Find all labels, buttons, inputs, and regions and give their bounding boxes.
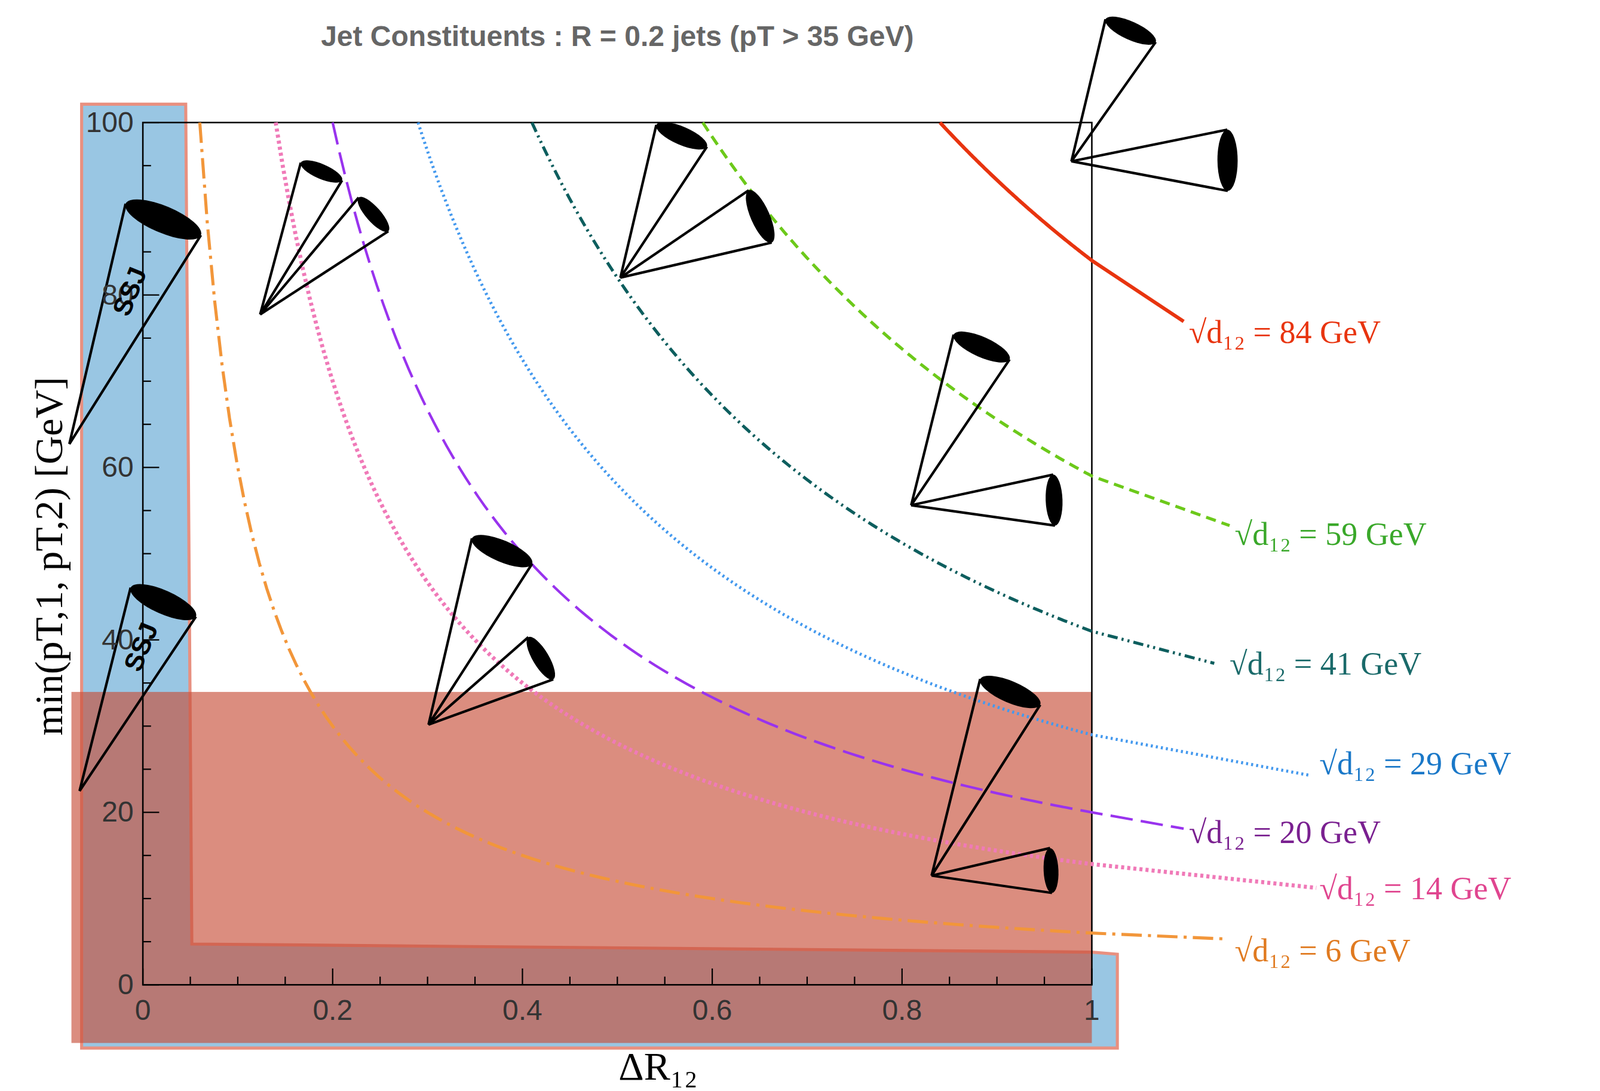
curve-label: √d₁₂ = 84 GeV <box>1188 314 1381 351</box>
x-tick <box>237 976 239 986</box>
x-tick <box>901 968 903 985</box>
curve-label: √d₁₂ = 29 GeV <box>1319 746 1511 783</box>
x-tick-label: 1 <box>1083 994 1100 1026</box>
y-tick <box>142 121 159 124</box>
x-tick <box>332 968 334 985</box>
y-tick <box>142 811 159 814</box>
jet-cone <box>260 192 395 315</box>
jet-cone <box>69 191 207 444</box>
x-tick <box>1043 976 1045 986</box>
x-tick <box>853 976 855 986</box>
x-tick-label: 0.4 <box>502 994 543 1026</box>
jet-cone <box>428 633 560 725</box>
y-tick <box>142 466 159 468</box>
y-tick <box>142 553 152 555</box>
jet-cone <box>428 528 536 725</box>
y-tick <box>142 768 152 770</box>
x-tick <box>758 976 760 986</box>
y-tick-label: 20 <box>101 796 134 829</box>
x-tick <box>379 976 381 986</box>
curve-label: √d₁₂ = 14 GeV <box>1319 871 1511 907</box>
curve-label: √d₁₂ = 20 GeV <box>1188 814 1381 851</box>
y-axis-title: min(pT,1, pT,2) [GeV] <box>27 376 72 737</box>
distance-curve <box>418 122 1312 776</box>
jet-cone <box>931 669 1045 876</box>
x-tick <box>427 976 429 986</box>
curve-label: √d₁₂ = 41 GeV <box>1229 646 1422 682</box>
x-tick <box>569 976 571 986</box>
x-tick <box>616 976 618 986</box>
jet-cone <box>620 186 781 278</box>
y-tick-label: 100 <box>86 106 134 139</box>
jet-cone <box>911 325 1014 506</box>
plot-frame <box>142 122 1092 985</box>
x-tick-label: 0.6 <box>692 994 733 1026</box>
distance-curve <box>275 122 1317 888</box>
distance-curve <box>531 122 1215 664</box>
chart-title: Jet Constituents : R = 0.2 jets (pT > 35… <box>320 20 914 53</box>
x-axis-title: ΔR₁₂ <box>618 1044 698 1088</box>
distance-curve <box>702 122 1230 526</box>
y-tick-label: 60 <box>101 451 134 484</box>
jet-cone <box>911 474 1064 526</box>
x-tick <box>142 968 144 985</box>
y-tick <box>142 984 159 986</box>
y-tick-label: 0 <box>117 969 134 1001</box>
axis-ticks <box>142 122 1092 985</box>
x-tick <box>284 976 286 986</box>
x-tick <box>189 976 191 986</box>
y-tick <box>142 941 152 943</box>
jet-cone <box>260 155 346 315</box>
jet-cone <box>1071 10 1160 162</box>
x-tick <box>996 976 998 986</box>
x-tick <box>948 976 950 986</box>
curve-label: √d₁₂ = 6 GeV <box>1234 933 1411 969</box>
region-label: SSJ <box>106 263 153 321</box>
y-tick <box>142 164 152 167</box>
low-pt-region <box>71 691 1093 1044</box>
y-tick <box>142 294 159 296</box>
y-tick <box>142 725 152 727</box>
y-tick <box>142 854 152 857</box>
jet-cone <box>620 116 711 278</box>
x-tick <box>711 968 713 985</box>
y-tick <box>142 250 152 253</box>
jet-cone <box>1071 129 1238 192</box>
y-tick <box>142 380 152 382</box>
x-tick <box>521 968 523 985</box>
y-tick <box>142 509 152 511</box>
x-tick-label: 0.2 <box>312 994 353 1026</box>
distance-curve <box>939 122 1184 322</box>
distance-curve <box>199 122 1225 939</box>
distance-curve <box>332 122 1184 829</box>
x-tick-label: 0 <box>135 994 152 1026</box>
x-tick <box>1090 968 1093 985</box>
jet-cone <box>79 577 201 792</box>
x-tick-label: 0.8 <box>881 994 922 1026</box>
y-tick <box>142 423 152 425</box>
x-tick <box>664 976 666 986</box>
y-tick <box>142 897 152 900</box>
y-tick <box>142 337 152 339</box>
x-tick <box>806 976 808 986</box>
x-tick <box>474 976 476 986</box>
curve-label: √d₁₂ = 59 GeV <box>1234 516 1427 553</box>
jet-cone <box>931 847 1060 894</box>
